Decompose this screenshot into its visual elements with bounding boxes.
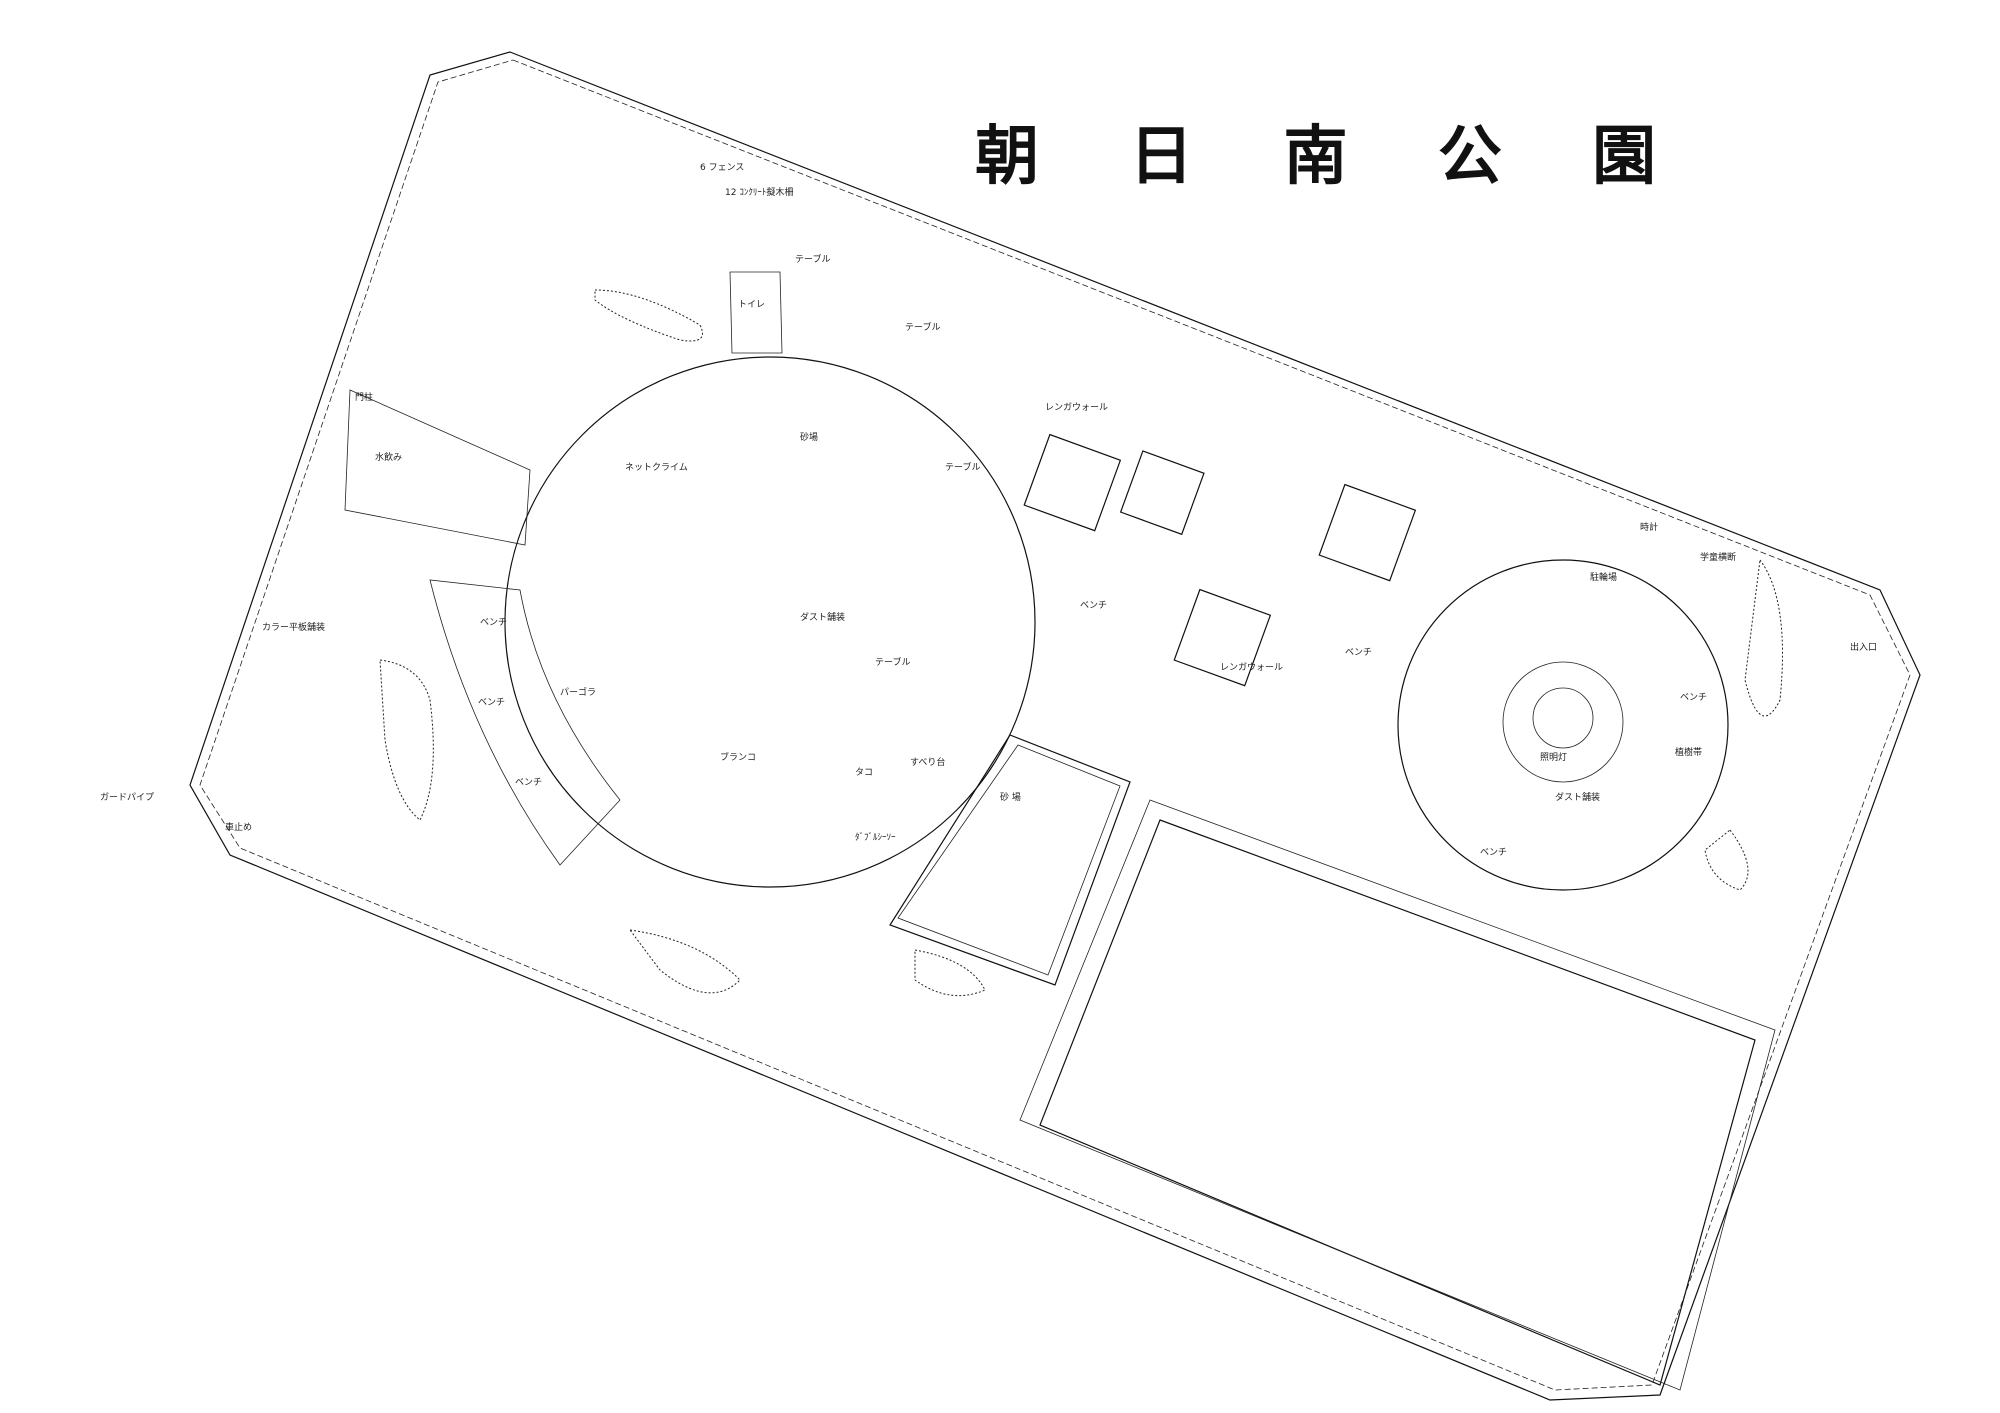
- label-toilet: トイレ: [738, 300, 765, 310]
- label-gate: 門柱: [355, 391, 373, 403]
- park-boundary-inner: [199, 59, 1911, 1391]
- label-bench-2: ベンチ: [478, 697, 505, 708]
- square-4: [1173, 588, 1272, 687]
- label-bench-6: ベンチ: [1680, 692, 1707, 703]
- label-tako: タコ: [855, 767, 873, 778]
- shrub-5: [1744, 558, 1783, 717]
- entrance-path-left: [344, 389, 531, 546]
- label-bench-7: ベンチ: [1480, 847, 1507, 858]
- label-net-climb: ネットクライム: [625, 462, 688, 473]
- square-3: [1318, 483, 1417, 582]
- label-table-1: テーブル: [795, 253, 830, 265]
- shrub-3: [628, 929, 741, 994]
- label-bench-5: ベンチ: [1345, 647, 1372, 658]
- label-slide: すべり台: [910, 756, 945, 768]
- map-title: 朝 日 南 公 園: [975, 120, 1691, 194]
- shrub-4: [914, 949, 986, 997]
- label-guard: ガードパイプ: [100, 792, 154, 803]
- label-seat-top: 12 ｺﾝｸﾘｰﾄ擬木柵: [725, 186, 793, 198]
- plaza-circle-large: [504, 356, 1036, 888]
- label-pergola: パーゴラ: [560, 686, 596, 698]
- label-dust-pave-2: ダスト舗装: [1555, 791, 1600, 803]
- label-stone: 車止め: [225, 821, 252, 833]
- label-fence-top: 6 フェンス: [700, 163, 744, 173]
- sand-pit-box-inner: [897, 744, 1121, 976]
- label-table-2: テーブル: [905, 321, 940, 333]
- label-drinking: 水飲み: [375, 451, 402, 463]
- park-boundary: [189, 51, 1921, 1401]
- label-swing: ブランコ: [720, 751, 756, 763]
- label-light: 照明灯: [1540, 752, 1567, 763]
- shrub-2: [379, 659, 434, 821]
- shrub-1: [594, 289, 703, 342]
- sports-ground: [1039, 819, 1756, 1386]
- plaza-ring-inner: [1532, 687, 1594, 749]
- square-2: [1119, 450, 1205, 536]
- label-sand-area: 砂場: [800, 431, 818, 443]
- shrub-6: [1704, 829, 1749, 891]
- label-tree-bed: 植樹帯: [1675, 746, 1702, 758]
- label-brickwall-2: レンガウォール: [1220, 662, 1283, 673]
- square-1: [1023, 433, 1122, 532]
- label-dust-pave-1: ダスト舗装: [800, 611, 845, 623]
- label-color-pave: カラー平板舗装: [262, 621, 325, 633]
- label-sand-pit: 砂 場: [1000, 791, 1021, 803]
- toilet-box: [729, 271, 783, 354]
- sand-pit-box: [889, 734, 1131, 986]
- label-seesaw: ﾀﾞﾌﾞﾙｼｰｿｰ: [855, 832, 896, 843]
- pergola-arc: [429, 579, 621, 866]
- label-bench-3: ベンチ: [515, 777, 542, 788]
- label-entrance-r: 出入口: [1850, 641, 1877, 653]
- plaza-ring-outer: [1502, 661, 1624, 783]
- label-bench-1: ベンチ: [480, 617, 507, 628]
- label-table-3: テーブル: [945, 461, 980, 473]
- label-clock: 時計: [1640, 521, 1658, 533]
- label-table-4: テーブル: [875, 656, 910, 668]
- label-bench-4: ベンチ: [1080, 600, 1107, 611]
- plaza-circle-right: [1397, 559, 1729, 891]
- label-parking-sign: 駐輪場: [1590, 571, 1617, 583]
- map-labels: 6 フェンス 12 ｺﾝｸﾘｰﾄ擬木柵 トイレ テーブル テーブル テーブル テ…: [100, 163, 1877, 858]
- label-cross-walk: 学童横断: [1700, 551, 1736, 563]
- label-brickwall-1: レンガウォール: [1045, 402, 1108, 413]
- sports-ground-fence: [1019, 799, 1776, 1391]
